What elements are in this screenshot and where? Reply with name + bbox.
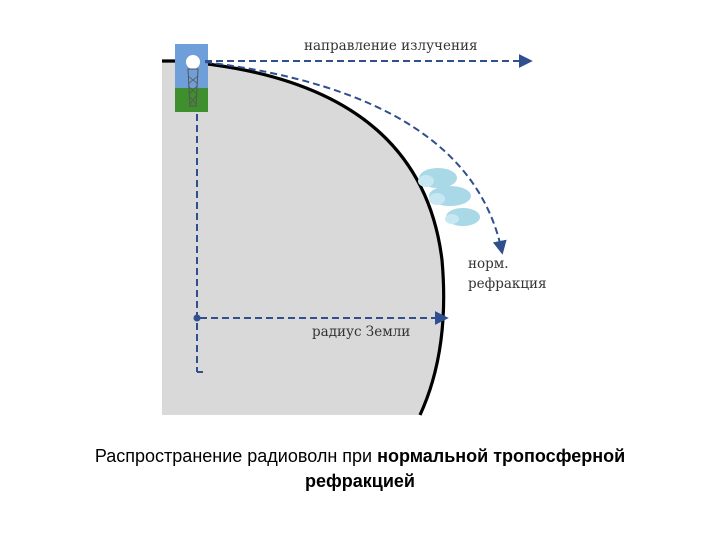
normal-refraction-label-line1: норм.: [468, 256, 509, 272]
refraction-diagram: направление излучения норм. рефракция ра…: [162, 38, 547, 416]
emission-direction-label: направление излучения: [304, 38, 477, 54]
earth-segment: [162, 62, 444, 415]
caption-bold-text: нормальной тропосферной: [377, 446, 626, 466]
earth-radius-label: радиус Земли: [312, 324, 410, 340]
figure-caption: Распространение радиоволн при нормальной…: [0, 444, 720, 494]
earth-surface-arc: [162, 59, 446, 416]
caption-line-2: рефракцией: [0, 469, 720, 494]
antenna-icon: [175, 44, 208, 112]
cloud-icon: [418, 168, 480, 226]
caption-line-1: Распространение радиоволн при нормальной…: [0, 444, 720, 469]
earth-center-dot: [193, 314, 201, 322]
caption-regular-text: Распространение радиоволн при: [94, 446, 378, 466]
caption-bold-text-line2: рефракцией: [305, 471, 415, 491]
normal-refraction-label-line2: рефракция: [468, 276, 547, 292]
refracted-ray-arrow: [204, 61, 507, 255]
